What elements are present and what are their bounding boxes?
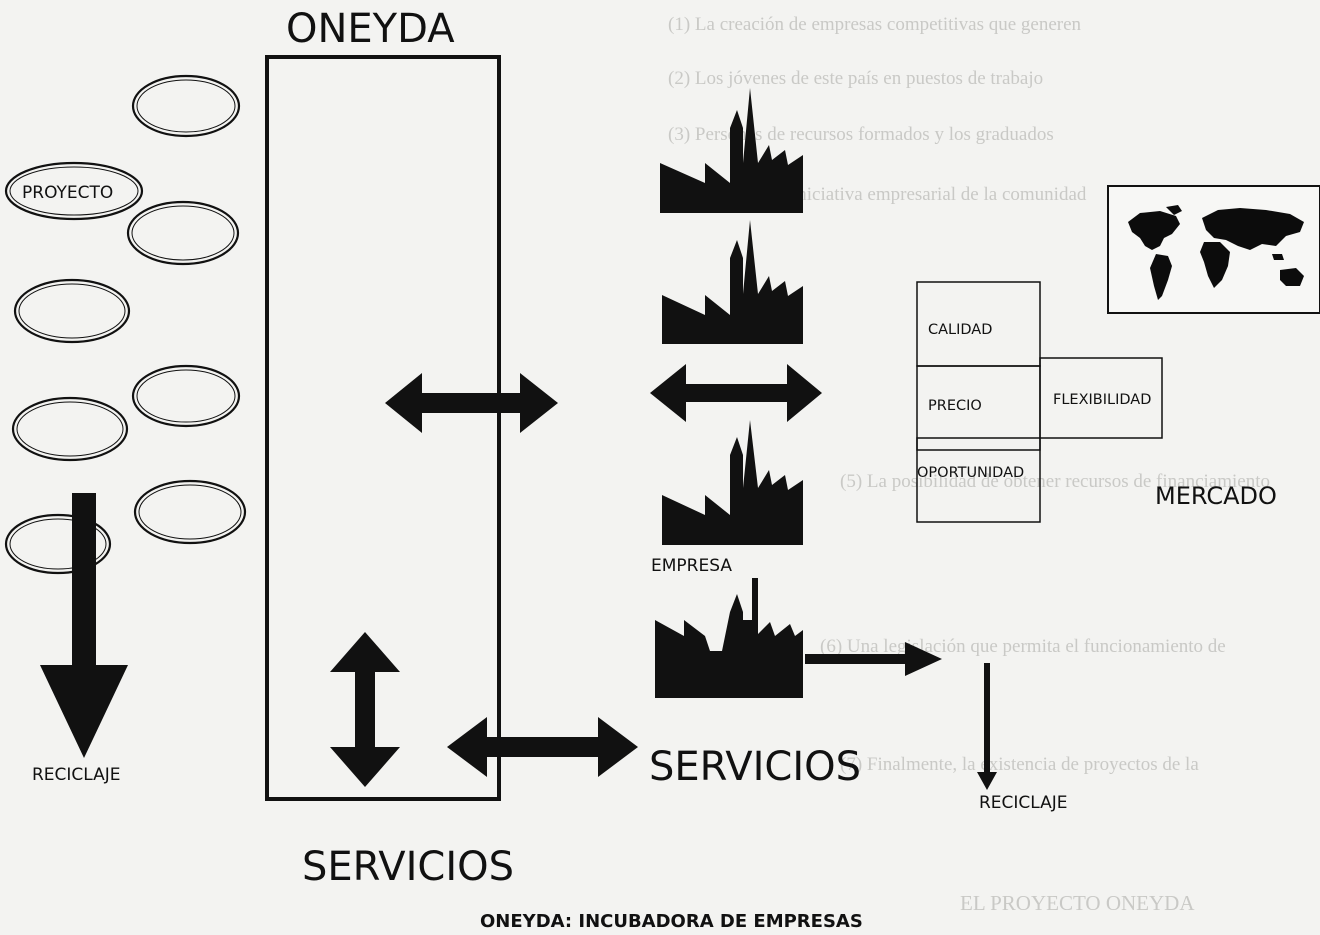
project-ellipse [126, 200, 240, 266]
project-ellipses [4, 74, 247, 575]
project-ellipse [13, 278, 131, 344]
double-arrow-servicios [447, 717, 638, 777]
eurasia-shape [1202, 208, 1304, 250]
project-ellipse-inner [16, 401, 124, 457]
vertical-double-arrow-servicios [330, 632, 400, 787]
project-ellipse-inner [9, 166, 139, 216]
world-map-icon [1128, 205, 1304, 300]
australia-shape [1280, 268, 1304, 286]
market-box-oportunidad [916, 437, 1041, 523]
reciclaje-right-label: RECICLAJE [979, 793, 1068, 813]
arrow-to-market-right [805, 642, 942, 676]
background-line: (6) Una legislación que permita el funci… [820, 636, 1226, 657]
diagram-caption: ONEYDA: INCUBADORA DE EMPRESAS [480, 911, 863, 932]
greenland-shape [1166, 205, 1182, 215]
reciclaje-left-label: RECICLAJE [32, 765, 121, 785]
mercado-label: MERCADO [1155, 482, 1277, 510]
project-ellipse [4, 161, 144, 221]
background-line: (5) La posibilidad de obtener recursos d… [840, 471, 1270, 492]
factory-icon [662, 420, 803, 545]
africa-shape [1200, 242, 1230, 288]
project-ellipse [131, 74, 241, 138]
factory-icon [655, 578, 803, 698]
project-ellipse-inner [9, 518, 107, 570]
project-ellipse [133, 479, 247, 545]
diagram-title: ONEYDA [286, 6, 455, 52]
arrow-down-reciclaje-right [977, 663, 997, 790]
project-ellipse-inner [131, 205, 235, 261]
factory-icons [655, 88, 803, 698]
servicios-right-label: SERVICIOS [649, 744, 861, 790]
north-america-shape [1128, 211, 1180, 250]
background-line: (3) Personas de recursos formados y los … [668, 124, 1054, 145]
background-line: (2) Los jóvenes de este país en puestos … [668, 68, 1043, 89]
calidad-label: CALIDAD [928, 322, 992, 338]
market-box-flexibilidad [1039, 357, 1163, 439]
double-arrow-empresa-right [650, 364, 822, 422]
project-ellipse-inner [18, 283, 126, 339]
oportunidad-label: OPORTUNIDAD [917, 465, 1024, 481]
empresa-label: EMPRESA [651, 556, 732, 576]
market-quadrant [916, 281, 1163, 523]
project-ellipse-inner [136, 369, 236, 423]
background-heading: EL PROYECTO ONEYDA [960, 891, 1195, 915]
factory-icon [660, 88, 803, 213]
flexibilidad-label: FLEXIBILIDAD [1053, 392, 1151, 408]
background-line: (1) La creación de empresas competitivas… [668, 14, 1082, 35]
precio-label: PRECIO [928, 398, 982, 414]
servicios-bottom-label: SERVICIOS [302, 844, 514, 890]
down-arrow-reciclaje [40, 493, 128, 758]
south-america-shape [1150, 254, 1172, 300]
proyecto-label: PROYECTO [22, 183, 113, 203]
project-ellipse [131, 364, 241, 428]
double-arrow-oneyda-empresa-left [385, 373, 558, 433]
project-ellipse [11, 396, 129, 462]
project-ellipse-inner [138, 484, 242, 540]
background-line: (7) Finalmente, la existencia de proyect… [840, 754, 1199, 775]
oneyda-box [265, 55, 501, 801]
project-ellipse [4, 513, 112, 575]
islands-shape [1272, 254, 1284, 260]
project-ellipse-inner [136, 79, 236, 133]
factory-icon [662, 220, 803, 344]
